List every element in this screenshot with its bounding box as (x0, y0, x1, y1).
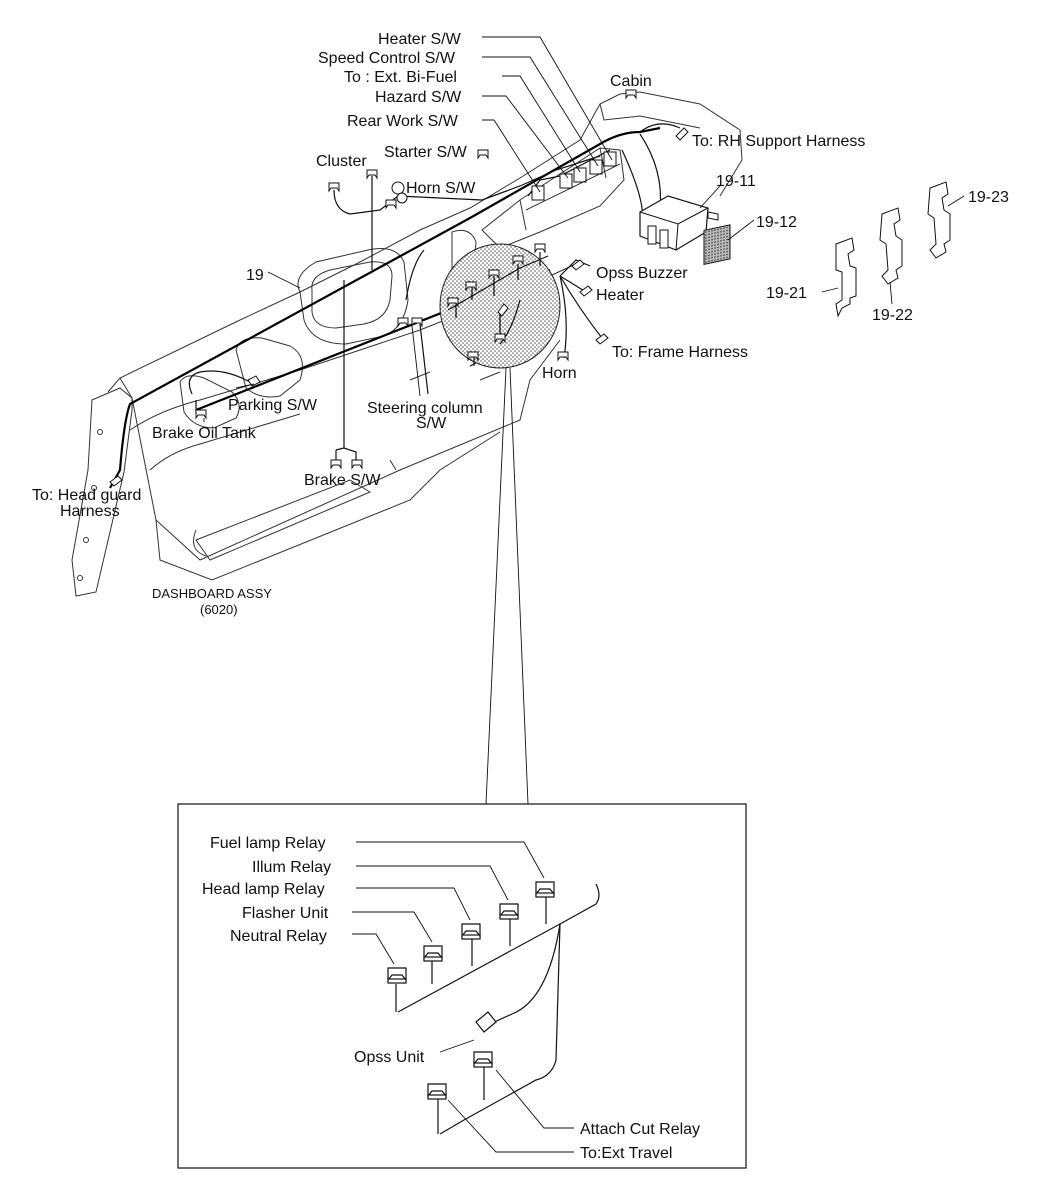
connector-cabin (625, 89, 637, 100)
connector-horn-sw (385, 199, 397, 210)
label-head-guard: To: Head guard (32, 487, 141, 504)
connector-relay-c (488, 269, 500, 280)
part-19-11-module (639, 195, 719, 251)
connector-head-guard (109, 475, 123, 487)
label-parking-sw: Parking S/W (228, 397, 318, 414)
connector-relay-b (465, 281, 477, 292)
clip-19-23 (927, 181, 951, 259)
label-starter-sw: Starter S/W (384, 144, 468, 161)
label-cabin: Cabin (610, 73, 652, 90)
label-part-19-12: 19-12 (756, 214, 797, 231)
connector-frame-harness (595, 333, 609, 345)
switch-block (525, 151, 621, 211)
connector-relay-e (534, 243, 546, 254)
label-frame-harness: To: Frame Harness (612, 344, 748, 361)
label-part-19-22: 19-22 (872, 307, 913, 324)
connector-relay-f (494, 333, 506, 344)
label-fuel-lamp-relay: Fuel lamp Relay (210, 835, 326, 852)
label-hazard-sw: Hazard S/W (375, 89, 462, 106)
label-heater: Heater (596, 287, 645, 304)
main-harness (109, 123, 681, 489)
label-ext-bi-fuel: To : Ext. Bi-Fuel (344, 69, 457, 86)
clip-19-22 (879, 207, 903, 285)
main-labels: Heater S/W Speed Control S/W To : Ext. B… (32, 31, 1009, 617)
connector-steering-1 (397, 317, 409, 328)
relay-area (439, 243, 561, 369)
label-head-lamp-relay: Head lamp Relay (202, 881, 325, 898)
connector-relay-h (497, 303, 509, 317)
connector-starter (477, 149, 489, 160)
label-horn: Horn (542, 365, 577, 382)
label-part-19-23: 19-23 (968, 189, 1009, 206)
connector-parking (247, 375, 261, 387)
part-19-12-pad (703, 224, 731, 265)
connector-cluster-2 (366, 169, 378, 180)
connector-cluster (328, 182, 340, 193)
dashboard-body (71, 91, 743, 597)
connectors (109, 89, 689, 487)
label-steering-sw: S/W (416, 415, 447, 432)
connector-rh-support (675, 127, 689, 141)
label-steering-column: Steering column (367, 400, 483, 417)
label-part-19-21: 19-21 (766, 285, 807, 302)
label-neutral-relay: Neutral Relay (230, 928, 327, 945)
label-dashboard-code: (6020) (200, 602, 238, 617)
label-horn-sw: Horn S/W (406, 180, 476, 197)
leader-lines (203, 36, 965, 805)
label-brake-oil-tank: Brake Oil Tank (152, 425, 257, 442)
label-head-guard-harness: Harness (60, 503, 120, 520)
label-illum-relay: Illum Relay (252, 859, 331, 876)
label-rh-support: To: RH Support Harness (692, 133, 865, 150)
connector-brake-2 (351, 459, 363, 470)
detail-panel: Fuel lamp Relay Illum Relay Head lamp Re… (177, 803, 747, 1169)
label-flasher-unit: Flasher Unit (242, 905, 329, 922)
label-rear-work-sw: Rear Work S/W (347, 113, 459, 130)
label-opss-unit: Opss Unit (354, 1049, 425, 1066)
label-part-19-11: 19-11 (716, 173, 756, 190)
label-opss-buzzer: Opss Buzzer (596, 265, 688, 282)
label-heater-sw: Heater S/W (378, 31, 462, 48)
label-cluster: Cluster (316, 153, 367, 170)
connector-heater (579, 285, 593, 297)
connector-horn (557, 351, 569, 362)
label-part-19: 19 (246, 267, 264, 284)
connector-relay-g (467, 351, 479, 362)
label-brake-sw: Brake S/W (304, 472, 381, 489)
detail-frame (177, 803, 747, 1169)
clip-19-21 (835, 237, 857, 318)
connector-relay-a (447, 297, 459, 308)
label-speed-control-sw: Speed Control S/W (318, 50, 456, 67)
connector-brake-1 (330, 459, 342, 470)
connector-opss-buzzer (571, 259, 585, 271)
connector-brake-oil (195, 409, 207, 420)
label-to-ext-travel: To:Ext Travel (580, 1145, 672, 1162)
label-dashboard-assy: DASHBOARD ASSY (152, 586, 272, 601)
connector-opss-unit (475, 1011, 497, 1033)
horn-sw-knob (391, 181, 405, 195)
label-attach-cut-relay: Attach Cut Relay (580, 1121, 700, 1138)
connector-relay-d (512, 255, 524, 266)
